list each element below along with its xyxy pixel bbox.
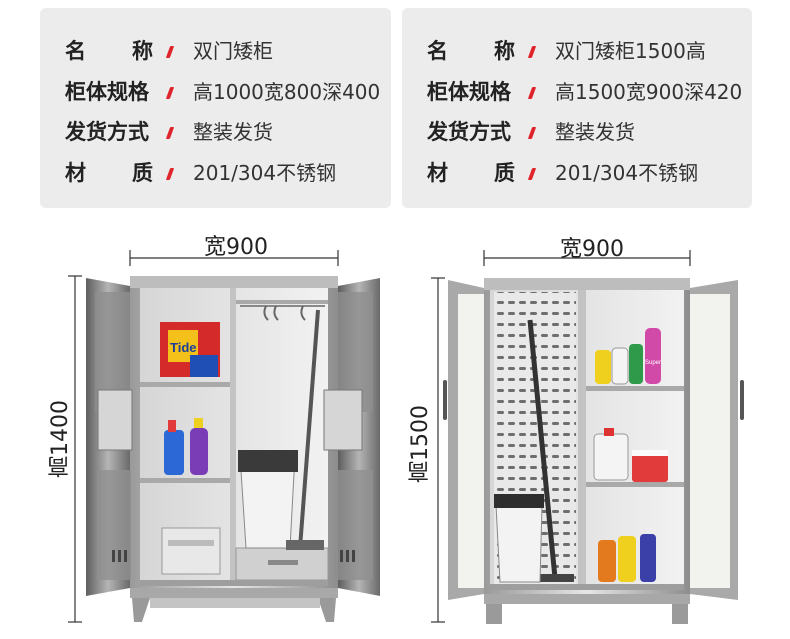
spec-label: 发货方式: [65, 120, 149, 144]
dimension-lines: [68, 250, 691, 623]
spec-value: 201/304不锈钢: [193, 161, 337, 185]
spec-label: 柜体规格: [65, 80, 149, 104]
spec-value: 高1500宽900深420: [555, 80, 743, 104]
spec-value: 201/304不锈钢: [555, 161, 699, 185]
spec-value: 整装发货: [193, 120, 273, 144]
spec-row-material: 材质 201/304不锈钢: [40, 158, 391, 188]
spec-label: 发货方式: [427, 120, 511, 144]
spec-row-name: 名称 双门矮柜1500高: [402, 36, 752, 66]
spec-label: 名称: [65, 39, 153, 63]
width-label-left: 宽900: [204, 235, 268, 260]
spec-value: 整装发货: [555, 120, 635, 144]
spec-row-size: 柜体规格 高1000宽800深400: [40, 77, 391, 107]
spec-value: 双门矮柜: [193, 39, 273, 63]
spec-row-name: 名称 双门矮柜: [40, 36, 391, 66]
spec-row-shipping: 发货方式 整装发货: [40, 117, 391, 147]
spec-row-size: 柜体规格 高1500宽900深420: [402, 77, 752, 107]
spec-row-shipping: 发货方式 整装发货: [402, 117, 752, 147]
spec-label: 名称: [427, 39, 515, 63]
left-cabinet: Tide: [86, 276, 380, 622]
bottle-label: Super: [645, 360, 661, 366]
spec-label: 材质: [65, 161, 153, 185]
detergent-box-label: Tide: [170, 340, 197, 355]
spec-value: 双门矮柜1500高: [555, 39, 706, 63]
spec-card-right: 名称 双门矮柜1500高 柜体规格 高1500宽900深420 发货方式 整装发…: [402, 8, 752, 208]
spec-label: 柜体规格: [427, 80, 511, 104]
spec-label: 材质: [427, 161, 515, 185]
right-cabinet: Super: [443, 278, 744, 624]
spec-row-material: 材质 201/304不锈钢: [402, 158, 752, 188]
spec-value: 高1000宽800深400: [193, 80, 381, 104]
spec-card-left: 名称 双门矮柜 柜体规格 高1000宽800深400 发货方式 整装发货 材质 …: [40, 8, 391, 208]
